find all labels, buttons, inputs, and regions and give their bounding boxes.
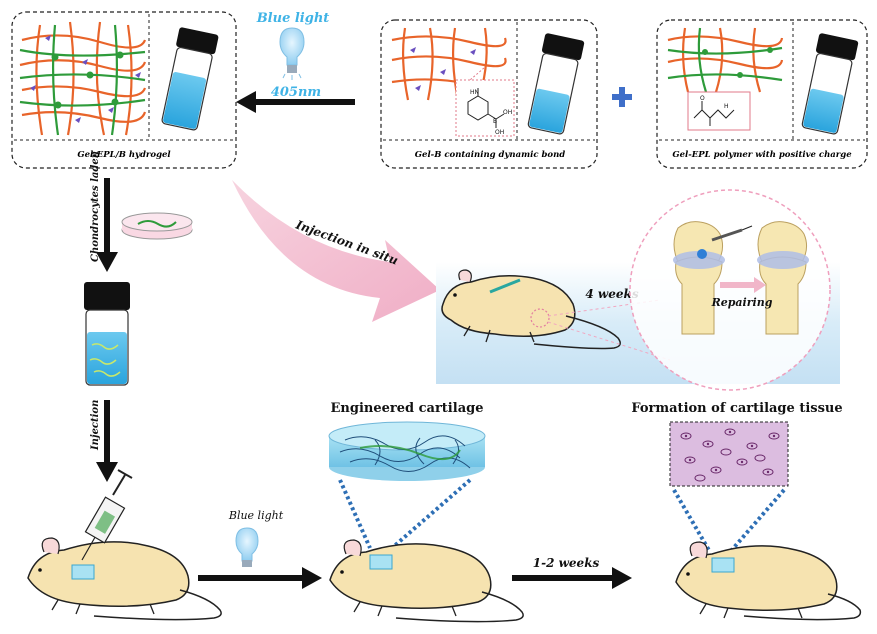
chem-oh1: OH — [503, 109, 512, 116]
hydrogel-vial — [161, 27, 219, 131]
arrow-to-hydrogel — [236, 91, 355, 113]
wavelength-label: 405nm — [271, 85, 321, 100]
arrow-down-2 — [96, 400, 118, 482]
hydrogel-panel: Gel-EPL/B hydrogel — [11, 11, 237, 169]
gelb-panel: HN B OH OH Gel-B containing dynamic bond — [380, 19, 598, 169]
hydrogel-network — [19, 21, 147, 136]
cell-laden-vial — [84, 282, 130, 386]
rat-in-situ — [441, 269, 671, 361]
chem-o: O — [700, 95, 705, 102]
repairing-arrow — [720, 277, 766, 293]
chem-oh2: OH — [495, 129, 504, 136]
knee-left — [673, 221, 725, 335]
gelepl-vial — [801, 33, 859, 135]
in-situ-scene: 4 weeks Repairing — [436, 189, 840, 391]
syringe-small-icon — [711, 225, 753, 242]
gelepl-caption: Gel-EPL polymer with positive charge — [672, 150, 852, 160]
blue-light-top-label: Blue light — [256, 11, 330, 26]
rat-tissue — [675, 541, 862, 621]
blue-light-bottom-label: Blue light — [228, 509, 284, 522]
chem-hn: HN — [470, 89, 479, 96]
cartilage-tissue-block — [669, 421, 789, 487]
cartilage-dotted-lines — [338, 478, 472, 550]
injection-vertical-label: Injection — [90, 400, 101, 451]
syringe-icon — [81, 469, 133, 561]
tissue-dotted-lines — [672, 488, 786, 554]
bulb-icon-bottom — [235, 527, 259, 567]
gelepl-panel: O H Gel-EPL polymer with positive charge — [656, 19, 868, 169]
gelb-vial — [527, 33, 585, 135]
arrow-right-1 — [198, 567, 322, 589]
arrow-down-1 — [96, 178, 118, 272]
chem-h: H — [724, 103, 729, 110]
knee-right — [757, 221, 809, 335]
one-two-weeks-label: 1-2 weeks — [533, 556, 600, 570]
chondrocytes-label: Chondrocytes laden — [90, 151, 101, 262]
bulb-icon-top — [279, 27, 305, 80]
engineered-cartilage-label: Engineered cartilage — [331, 401, 484, 416]
pink-injection-arrow — [232, 180, 440, 322]
repairing-label: Repairing — [711, 296, 773, 309]
gelb-caption: Gel-B containing dynamic bond — [415, 150, 565, 160]
rat-engineered — [329, 539, 524, 623]
engineered-cartilage-disc — [328, 421, 486, 481]
four-weeks-label: 4 weeks — [585, 287, 638, 301]
arrow-right-2 — [512, 567, 632, 589]
hydrogel-caption: Gel-EPL/B hydrogel — [77, 150, 171, 160]
formation-label: Formation of cartilage tissue — [631, 401, 842, 416]
knee-zoom-circle — [629, 189, 831, 391]
petri-dish-icon — [121, 212, 193, 240]
plus-icon — [612, 87, 632, 107]
chem-b: B — [493, 118, 497, 125]
rat-injection — [27, 469, 222, 621]
